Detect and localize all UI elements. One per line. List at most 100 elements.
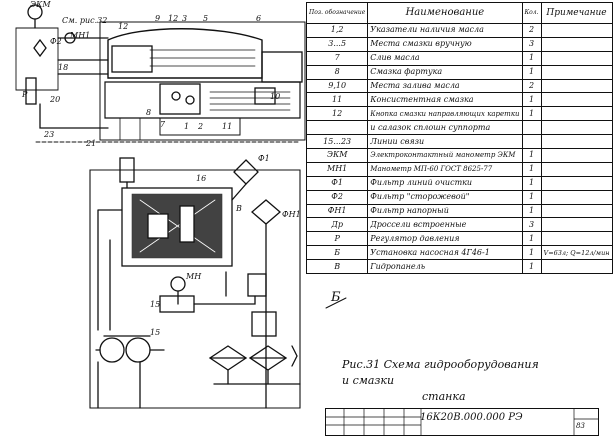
cell-note <box>540 189 613 205</box>
cell-pos: МН1 <box>305 161 369 177</box>
cell-qty: 1 <box>521 175 542 191</box>
cell-pos: Др <box>305 217 369 233</box>
cell-name: Манометр МП-60 ГОСТ 8625-77 <box>367 161 523 177</box>
cell-pos: Ф1 <box>305 175 369 191</box>
cell-name: Фильтр напорный <box>367 203 523 219</box>
cell-name: Консистентная смазка <box>367 92 523 108</box>
label-mn: МН <box>186 272 202 281</box>
cell-qty: 1 <box>521 161 542 177</box>
cell-qty: 1 <box>521 259 542 275</box>
header-note: Примечание <box>540 2 613 24</box>
lathe-outline <box>15 4 306 143</box>
label-n8: 8 <box>146 108 152 117</box>
cell-note <box>540 161 613 177</box>
cell-pos: 8 <box>305 64 369 80</box>
cell-note <box>540 175 613 191</box>
label-n23: 23 <box>44 130 55 139</box>
cell-qty: 1 <box>521 148 542 163</box>
cell-name: Слив масла <box>367 50 523 66</box>
cell-name: Фильтр "сторожевой" <box>367 189 523 205</box>
label-n18: 18 <box>58 63 69 72</box>
cell-name: Гидропанель <box>367 259 523 275</box>
label-n3: 3 <box>182 14 188 23</box>
cell-name: и салазок сплошн суппорта <box>367 120 523 136</box>
cell-pos: 7 <box>305 50 369 66</box>
cell-name: Установка насосная 4Г46-1 <box>367 245 523 261</box>
label-fn1: ФН1 <box>282 210 301 219</box>
label-b: Б <box>331 290 341 305</box>
cell-qty <box>521 120 542 136</box>
cell-qty: 2 <box>521 23 542 38</box>
document-code: 16К20В.000.000 РЭ <box>420 412 523 423</box>
cell-note <box>540 203 613 219</box>
cell-qty: 1 <box>521 92 542 108</box>
cell-qty: 3 <box>521 36 542 52</box>
cell-name: Линии связи <box>367 134 523 150</box>
cell-qty: 1 <box>521 189 542 205</box>
cell-note <box>540 231 613 247</box>
cell-qty: 1 <box>521 106 542 122</box>
label-n7: 7 <box>160 120 166 129</box>
label-n15: 15 <box>150 300 161 309</box>
drawing-sheet: ЭКМ См. рис.32 МН1 Ф2 Р 12 9 12 3 5 6 18… <box>15 0 613 436</box>
cell-note: V=63л; Q=12л/мин <box>540 245 613 261</box>
cell-name: Места смазки вручную <box>367 36 523 52</box>
label-n20: 20 <box>50 95 61 104</box>
table-row: и салазок сплошн суппорта <box>305 120 613 136</box>
header-qty: Кол. <box>521 2 542 24</box>
label-n9: 9 <box>155 14 161 23</box>
cell-name: Фильтр линий очистки <box>367 175 523 191</box>
label-n16: 16 <box>196 174 207 183</box>
cell-qty: 1 <box>521 203 542 219</box>
label-n12b: 12 <box>168 14 179 23</box>
cell-pos: Ф2 <box>305 189 369 205</box>
cell-pos: ФН1 <box>305 203 369 219</box>
label-n10: 10 <box>270 92 281 101</box>
cell-name: Дроссели встроенные <box>367 217 523 233</box>
cell-pos: Р <box>305 231 369 247</box>
cell-note <box>540 106 613 122</box>
cell-qty <box>521 134 542 150</box>
label-n21: 21 <box>86 139 97 148</box>
label-n5: 5 <box>203 14 209 23</box>
label-n2: 2 <box>198 122 204 131</box>
cell-pos: 3...5 <box>305 36 369 52</box>
cell-name: Смазка фартука <box>367 64 523 80</box>
cell-pos: 15...23 <box>305 134 369 150</box>
cell-qty: 1 <box>521 245 542 261</box>
cell-note <box>540 259 613 275</box>
label-v: В <box>236 204 242 213</box>
cell-qty: 3 <box>521 217 542 233</box>
cell-pos: Б <box>305 245 369 261</box>
caption-line-1: Рис.31 Схема гидрооборудования и смазки <box>342 358 539 387</box>
cell-note <box>540 217 613 233</box>
header-name: Наименование <box>367 2 523 24</box>
label-ref: См. рис.32 <box>62 16 108 25</box>
label-mn1: МН1 <box>70 31 91 40</box>
cell-pos: ЭКМ <box>305 148 369 163</box>
label-n12: 12 <box>118 22 129 31</box>
cell-name: Регулятор давления <box>367 231 523 247</box>
cell-name: Места залива масла <box>367 78 523 94</box>
cell-note <box>540 92 613 108</box>
cell-pos <box>305 120 369 136</box>
cell-pos: 12 <box>305 106 369 122</box>
label-n11: 11 <box>222 122 233 131</box>
cell-note <box>540 78 613 94</box>
cell-note <box>540 134 613 150</box>
